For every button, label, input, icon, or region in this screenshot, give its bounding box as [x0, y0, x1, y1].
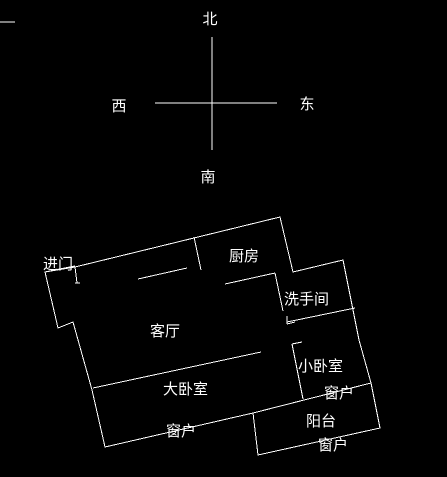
window-labels: 窗户 窗户 窗户: [166, 384, 354, 454]
master-bedroom-window-label: 窗户: [166, 422, 196, 440]
master-bedroom-wall-top: [92, 351, 262, 389]
kitchen-wall-left: [193, 236, 202, 271]
entrance-label: 进门: [43, 255, 73, 273]
balcony-wall-top: [252, 382, 372, 414]
compass: 北 南 西 东: [111, 10, 314, 186]
living-room-label: 客厅: [150, 322, 180, 340]
living-room-counter: [137, 267, 188, 280]
apartment-walls: [44, 216, 381, 456]
kitchen-wall-bottom: [224, 272, 276, 285]
small-bedroom-label: 小卧室: [298, 357, 343, 375]
kitchen-label: 厨房: [229, 247, 259, 265]
compass-west-label: 西: [111, 97, 126, 115]
room-labels: 进门 厨房 洗手间 客厅 小卧室 大卧室 阳台: [43, 247, 343, 430]
bathroom-door-stub: [286, 321, 296, 325]
bathroom-label: 洗手间: [284, 290, 329, 308]
outer-wall-main: [44, 216, 381, 456]
small-bedroom-door-stub: [291, 341, 303, 345]
small-bedroom-window-label: 窗户: [324, 384, 354, 402]
entrance-wall-top: [44, 265, 76, 273]
kitchen-wall-right: [274, 272, 284, 312]
balcony-window-label: 窗户: [318, 436, 348, 454]
compass-north-label: 北: [202, 10, 217, 28]
compass-east-label: 东: [299, 95, 314, 113]
entrance-wall-inner: [74, 266, 78, 284]
balcony-label: 阳台: [306, 412, 336, 430]
compass-south-label: 南: [200, 168, 215, 186]
master-bedroom-label: 大卧室: [163, 380, 208, 398]
bathroom-wall-bottom: [286, 307, 356, 323]
small-bedroom-wall-left: [291, 343, 304, 400]
